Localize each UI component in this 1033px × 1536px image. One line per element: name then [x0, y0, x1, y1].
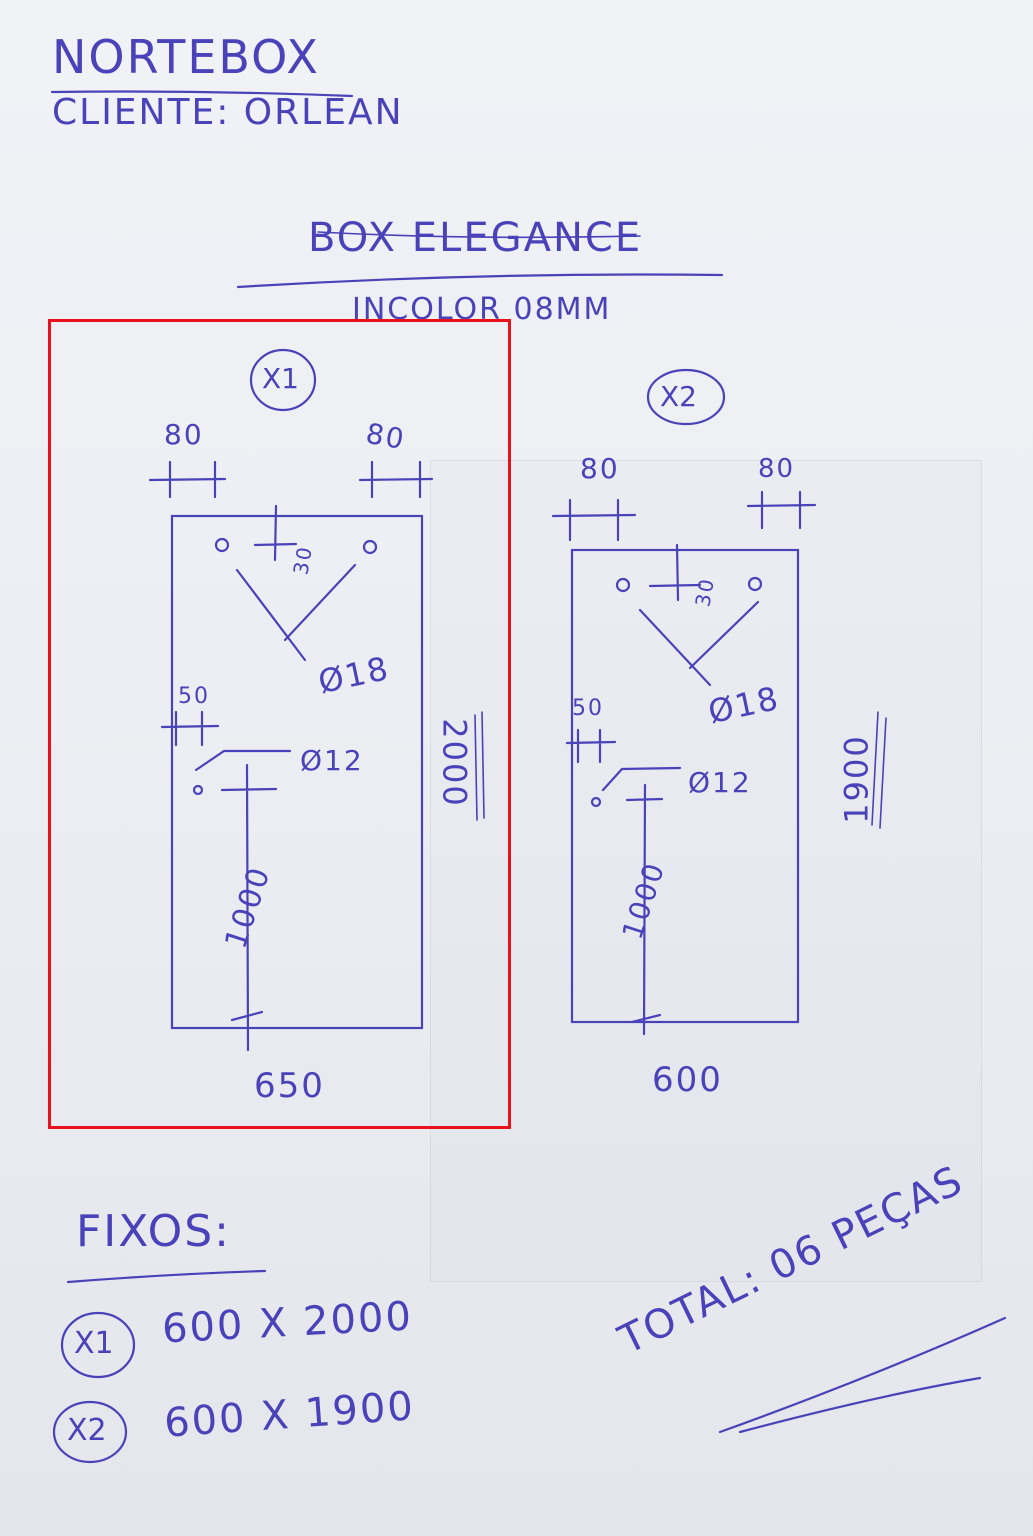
- piece-2-handle-diameter: Ø12: [688, 766, 752, 799]
- fixed-heading: FIXOS:: [76, 1206, 231, 1257]
- piece-2-height: 1900: [837, 734, 876, 824]
- company-name: NORTEBOX: [52, 30, 320, 84]
- piece-1-offset-left: 80: [164, 418, 204, 451]
- bleed-through-table: [430, 460, 982, 1282]
- piece-2-side-offset: 50: [572, 696, 604, 721]
- piece-1-qty: X1: [262, 362, 299, 395]
- piece-2-offset-left: 80: [580, 452, 620, 485]
- piece-2-width: 600: [652, 1060, 723, 1100]
- piece-1-side-offset: 50: [178, 684, 210, 709]
- client-name: CLIENTE: ORLEAN: [52, 92, 404, 133]
- piece-1-width: 650: [254, 1066, 325, 1106]
- piece-1-handle-diameter: Ø12: [300, 744, 364, 777]
- piece-2-hole-top: 30: [690, 575, 720, 609]
- product-title: BOX ELEGANCE: [308, 215, 643, 261]
- piece-2-qty: X2: [660, 380, 697, 413]
- fixed-item-2-qty: X2: [67, 1413, 107, 1448]
- fixed-item-1-qty: X1: [74, 1326, 114, 1361]
- piece-2-offset-right: 80: [758, 454, 796, 484]
- highlight-box-piece-1: [48, 319, 511, 1129]
